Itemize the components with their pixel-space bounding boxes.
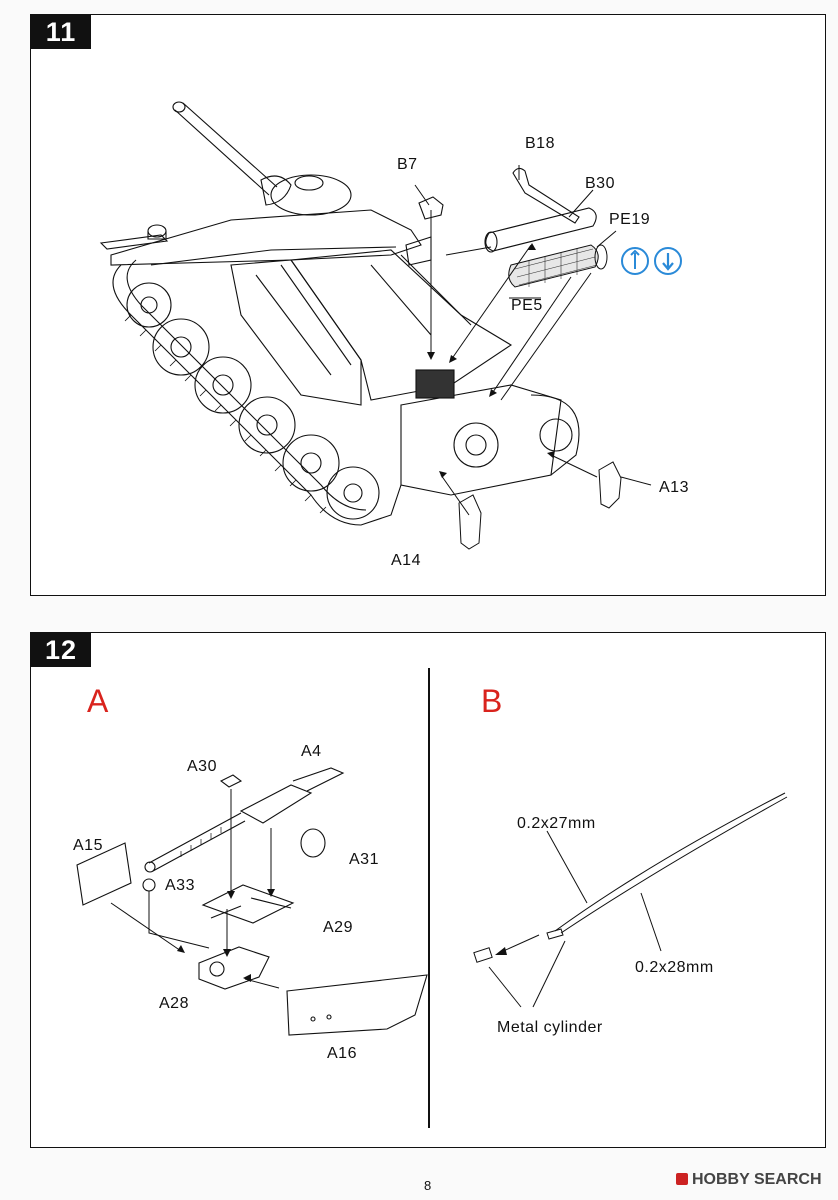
label-a16: A16: [327, 1045, 357, 1062]
label-wire-28: 0.2x28mm: [635, 959, 714, 976]
label-b18: B18: [525, 135, 555, 152]
step-12-badge: 12: [31, 633, 91, 667]
section-b-letter: B: [481, 683, 503, 719]
watermark-logo-icon: [676, 1173, 688, 1185]
step-12-panel: 12 A B: [30, 632, 826, 1148]
label-a15: A15: [73, 837, 103, 854]
tank-destroyer-illustration: [99, 101, 682, 550]
label-a30: A30: [187, 758, 217, 775]
label-a31: A31: [349, 851, 379, 868]
step-11-badge: 11: [31, 15, 91, 49]
label-b7: B7: [397, 156, 418, 173]
section-a-letter: A: [87, 683, 109, 719]
antenna-wire-illustration: [473, 792, 788, 1008]
label-b30: B30: [585, 175, 615, 192]
apply-glue-icon: [654, 247, 682, 275]
label-a14: A14: [391, 552, 421, 569]
label-pe19: PE19: [609, 211, 651, 228]
label-a28: A28: [159, 995, 189, 1012]
label-metal-cylinder: Metal cylinder: [497, 1019, 603, 1036]
watermark: HOBBY SEARCH: [676, 1171, 822, 1189]
label-a13: A13: [659, 479, 689, 496]
label-pe5: PE5: [511, 297, 543, 314]
watermark-text: HOBBY SEARCH: [692, 1171, 822, 1188]
label-a4: A4: [301, 743, 322, 760]
bend-icon: [621, 247, 649, 275]
page-number: 8: [424, 1178, 432, 1193]
step-11-panel: 11: [30, 14, 826, 596]
label-wire-27: 0.2x27mm: [517, 815, 596, 832]
label-a33: A33: [165, 877, 195, 894]
section-divider: [428, 668, 430, 1128]
label-a29: A29: [323, 919, 353, 936]
machine-gun-illustration: [76, 767, 428, 1036]
